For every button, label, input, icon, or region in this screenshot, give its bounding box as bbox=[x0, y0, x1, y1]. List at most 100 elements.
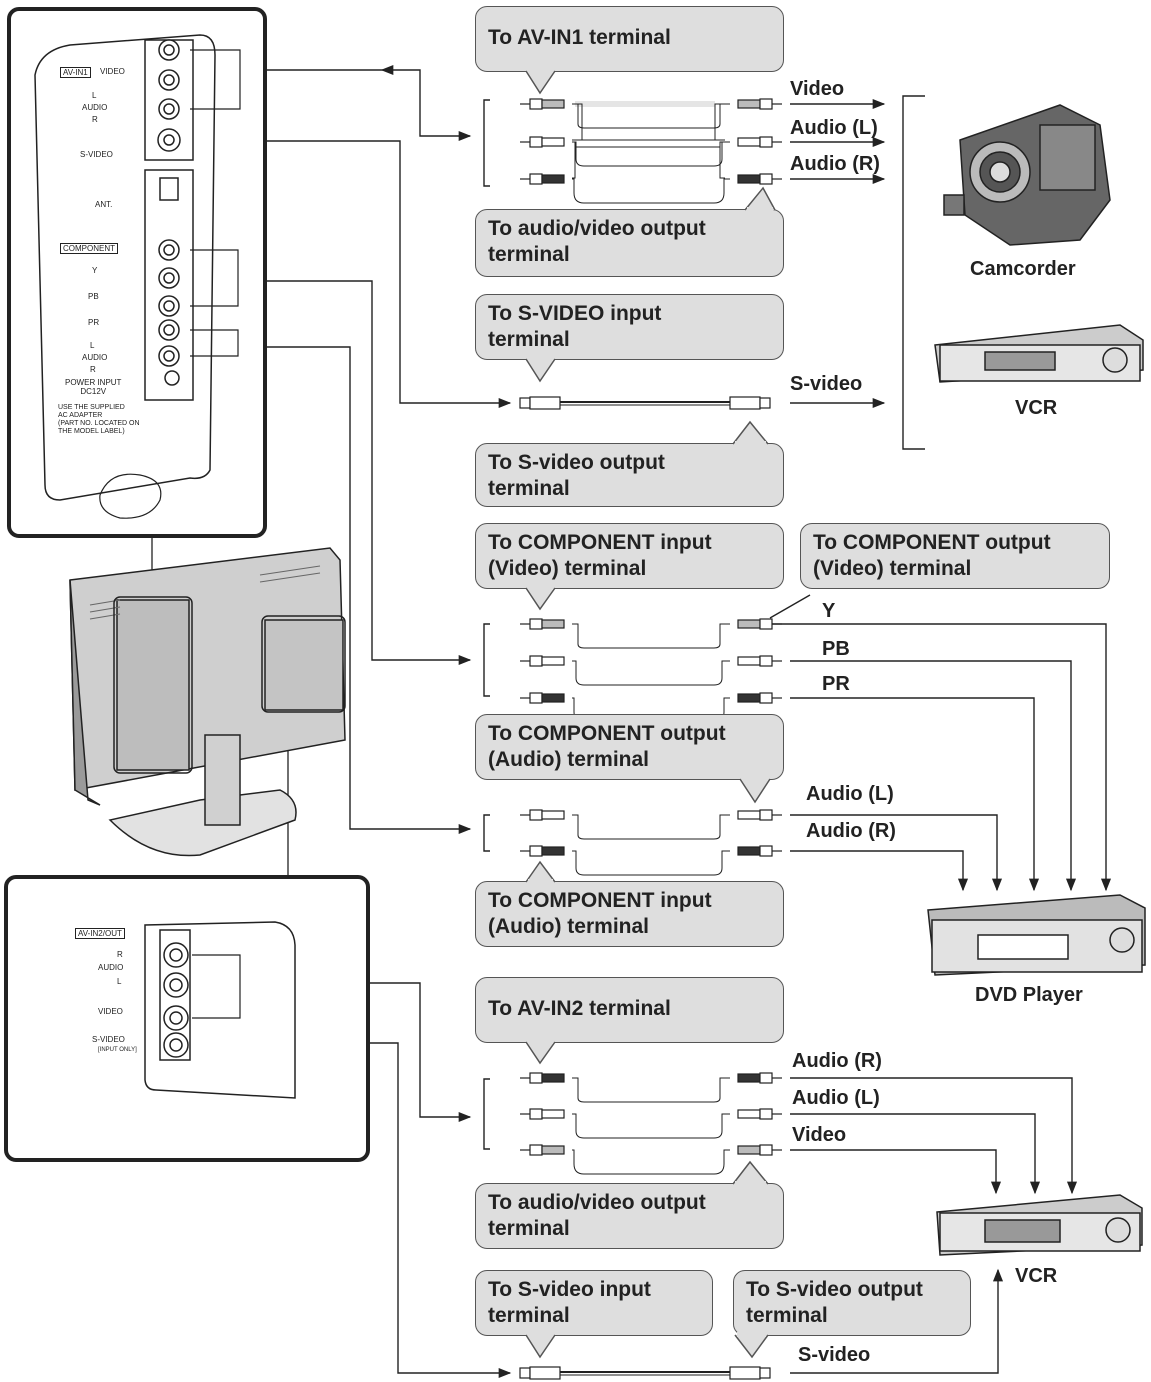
rca-plug bbox=[738, 656, 782, 666]
jack-center bbox=[170, 979, 182, 991]
jack-center bbox=[164, 351, 174, 361]
panel-av-in1: AV-IN1 bbox=[60, 67, 91, 78]
callout-text: To AV-IN1 terminal bbox=[488, 13, 771, 51]
panel-b-l: L bbox=[117, 977, 121, 986]
label-video-2: Video bbox=[792, 1124, 846, 1146]
panel-y: Y bbox=[92, 266, 97, 275]
panel-power-input: POWER INPUT DC12V bbox=[65, 378, 121, 396]
rca-plug bbox=[520, 693, 564, 703]
label-pr-text: PR bbox=[822, 673, 850, 695]
label-vcr-bottom: VCR bbox=[1015, 1265, 1057, 1288]
panel-b-s-video: S-VIDEO bbox=[92, 1035, 125, 1044]
jack-center bbox=[164, 245, 174, 255]
callout-text: To audio/video output terminal bbox=[488, 1190, 771, 1242]
label-audio-r-comp: Audio (R) bbox=[806, 820, 896, 842]
callout-comp-out-video: To COMPONENT output (Video) terminal bbox=[800, 523, 1110, 589]
rca-plug bbox=[520, 1145, 564, 1155]
label-audio-r-1: Audio (R) bbox=[790, 153, 880, 175]
rca-plug bbox=[738, 174, 782, 184]
rca-plug bbox=[520, 846, 564, 856]
vcr-illustration-top bbox=[935, 325, 1143, 382]
jack-center bbox=[164, 135, 174, 145]
callout-text: To S-video output terminal bbox=[488, 450, 771, 502]
callout-text: To S-video input terminal bbox=[488, 1277, 700, 1329]
rca-plug bbox=[520, 656, 564, 666]
rca-plug bbox=[738, 693, 782, 703]
panel-b-audio: AUDIO bbox=[98, 963, 123, 972]
power-jack bbox=[165, 371, 179, 385]
label-pb: PB bbox=[822, 638, 850, 660]
rca-plug bbox=[738, 99, 782, 109]
cable-line bbox=[572, 851, 730, 875]
panel-adapter-note: USE THE SUPPLIED AC ADAPTER (PART NO. LO… bbox=[58, 404, 140, 436]
label-audio-l-2: Audio (L) bbox=[792, 1087, 880, 1109]
rca-plug bbox=[520, 174, 564, 184]
jack-center bbox=[164, 273, 174, 283]
panel-b-video: VIDEO bbox=[98, 1007, 123, 1016]
svideo-cable bbox=[520, 397, 770, 409]
rca-plug bbox=[738, 810, 782, 820]
label-y: Y bbox=[822, 600, 835, 622]
panel-av-in2-out: AV-IN2/OUT bbox=[75, 928, 125, 939]
cable-line bbox=[572, 661, 730, 685]
dvd-player-illustration bbox=[928, 895, 1145, 975]
label-svideo-1: S-video bbox=[790, 373, 862, 395]
callout-text: To COMPONENT input (Video) terminal bbox=[488, 530, 771, 582]
rca-plug bbox=[520, 619, 564, 629]
jack-center bbox=[170, 949, 182, 961]
panel-l2: L bbox=[90, 341, 94, 350]
cable-line bbox=[572, 1078, 730, 1102]
callout-text: To COMPONENT output (Audio) terminal bbox=[488, 721, 771, 773]
panel-s-video: S-VIDEO bbox=[80, 150, 113, 159]
callout-comp-in-audio: To COMPONENT input (Audio) terminal bbox=[475, 881, 784, 947]
panel-b-r: R bbox=[117, 950, 123, 959]
panel-component: COMPONENT bbox=[60, 243, 118, 254]
panel-r: R bbox=[92, 115, 98, 124]
jack-center bbox=[164, 325, 174, 335]
cable-line bbox=[572, 1150, 730, 1174]
av-cable-1 bbox=[572, 104, 725, 178]
jack-center bbox=[164, 301, 174, 311]
cable-line bbox=[572, 104, 730, 128]
callout-svideo-in-1: To S-VIDEO input terminal bbox=[475, 294, 784, 360]
cable-line bbox=[572, 142, 730, 166]
rca-plug bbox=[738, 619, 782, 629]
panel-ant: ANT. bbox=[95, 200, 112, 209]
callout-text: To S-video output terminal bbox=[746, 1277, 958, 1329]
panel-audio: AUDIO bbox=[82, 103, 107, 112]
label-vcr-top: VCR bbox=[1015, 397, 1057, 420]
cable-line bbox=[572, 624, 730, 648]
label-pb-text: PB bbox=[822, 638, 850, 660]
rca-plug bbox=[738, 137, 782, 147]
jack-center bbox=[164, 45, 174, 55]
label-pr: PR bbox=[822, 673, 850, 695]
rca-plug bbox=[520, 99, 564, 109]
rca-plug bbox=[738, 1109, 782, 1119]
panel-r2: R bbox=[90, 365, 96, 374]
label-audio-r-2: Audio (R) bbox=[792, 1050, 882, 1072]
jack-center bbox=[170, 1039, 182, 1051]
callout-text: To COMPONENT input (Audio) terminal bbox=[488, 888, 771, 940]
camcorder-illustration bbox=[944, 105, 1110, 245]
rca-plug bbox=[520, 1073, 564, 1083]
label-audio-l-comp: Audio (L) bbox=[806, 783, 894, 805]
callout-av-in2: To AV-IN2 terminal bbox=[475, 977, 784, 1043]
panel-video: VIDEO bbox=[100, 67, 125, 76]
callout-comp-in-video: To COMPONENT input (Video) terminal bbox=[475, 523, 784, 589]
callout-av-in1: To AV-IN1 terminal bbox=[475, 6, 784, 72]
callout-text: To AV-IN2 terminal bbox=[488, 984, 771, 1022]
callout-svideo-in-2: To S-video input terminal bbox=[475, 1270, 713, 1336]
callout-av-out-1: To audio/video output terminal bbox=[475, 209, 784, 277]
label-audio-l-1: Audio (L) bbox=[790, 117, 878, 139]
jack-center bbox=[164, 104, 174, 114]
callout-av-out-2: To audio/video output terminal bbox=[475, 1183, 784, 1249]
jack-center bbox=[164, 75, 174, 85]
panel-audio2: AUDIO bbox=[82, 353, 107, 362]
callout-text: To COMPONENT output (Video) terminal bbox=[813, 530, 1097, 582]
panel-pr: PR bbox=[88, 318, 99, 327]
callout-text: To S-VIDEO input terminal bbox=[488, 301, 771, 353]
callout-comp-out-audio: To COMPONENT output (Audio) terminal bbox=[475, 714, 784, 780]
rca-plug bbox=[738, 1145, 782, 1155]
